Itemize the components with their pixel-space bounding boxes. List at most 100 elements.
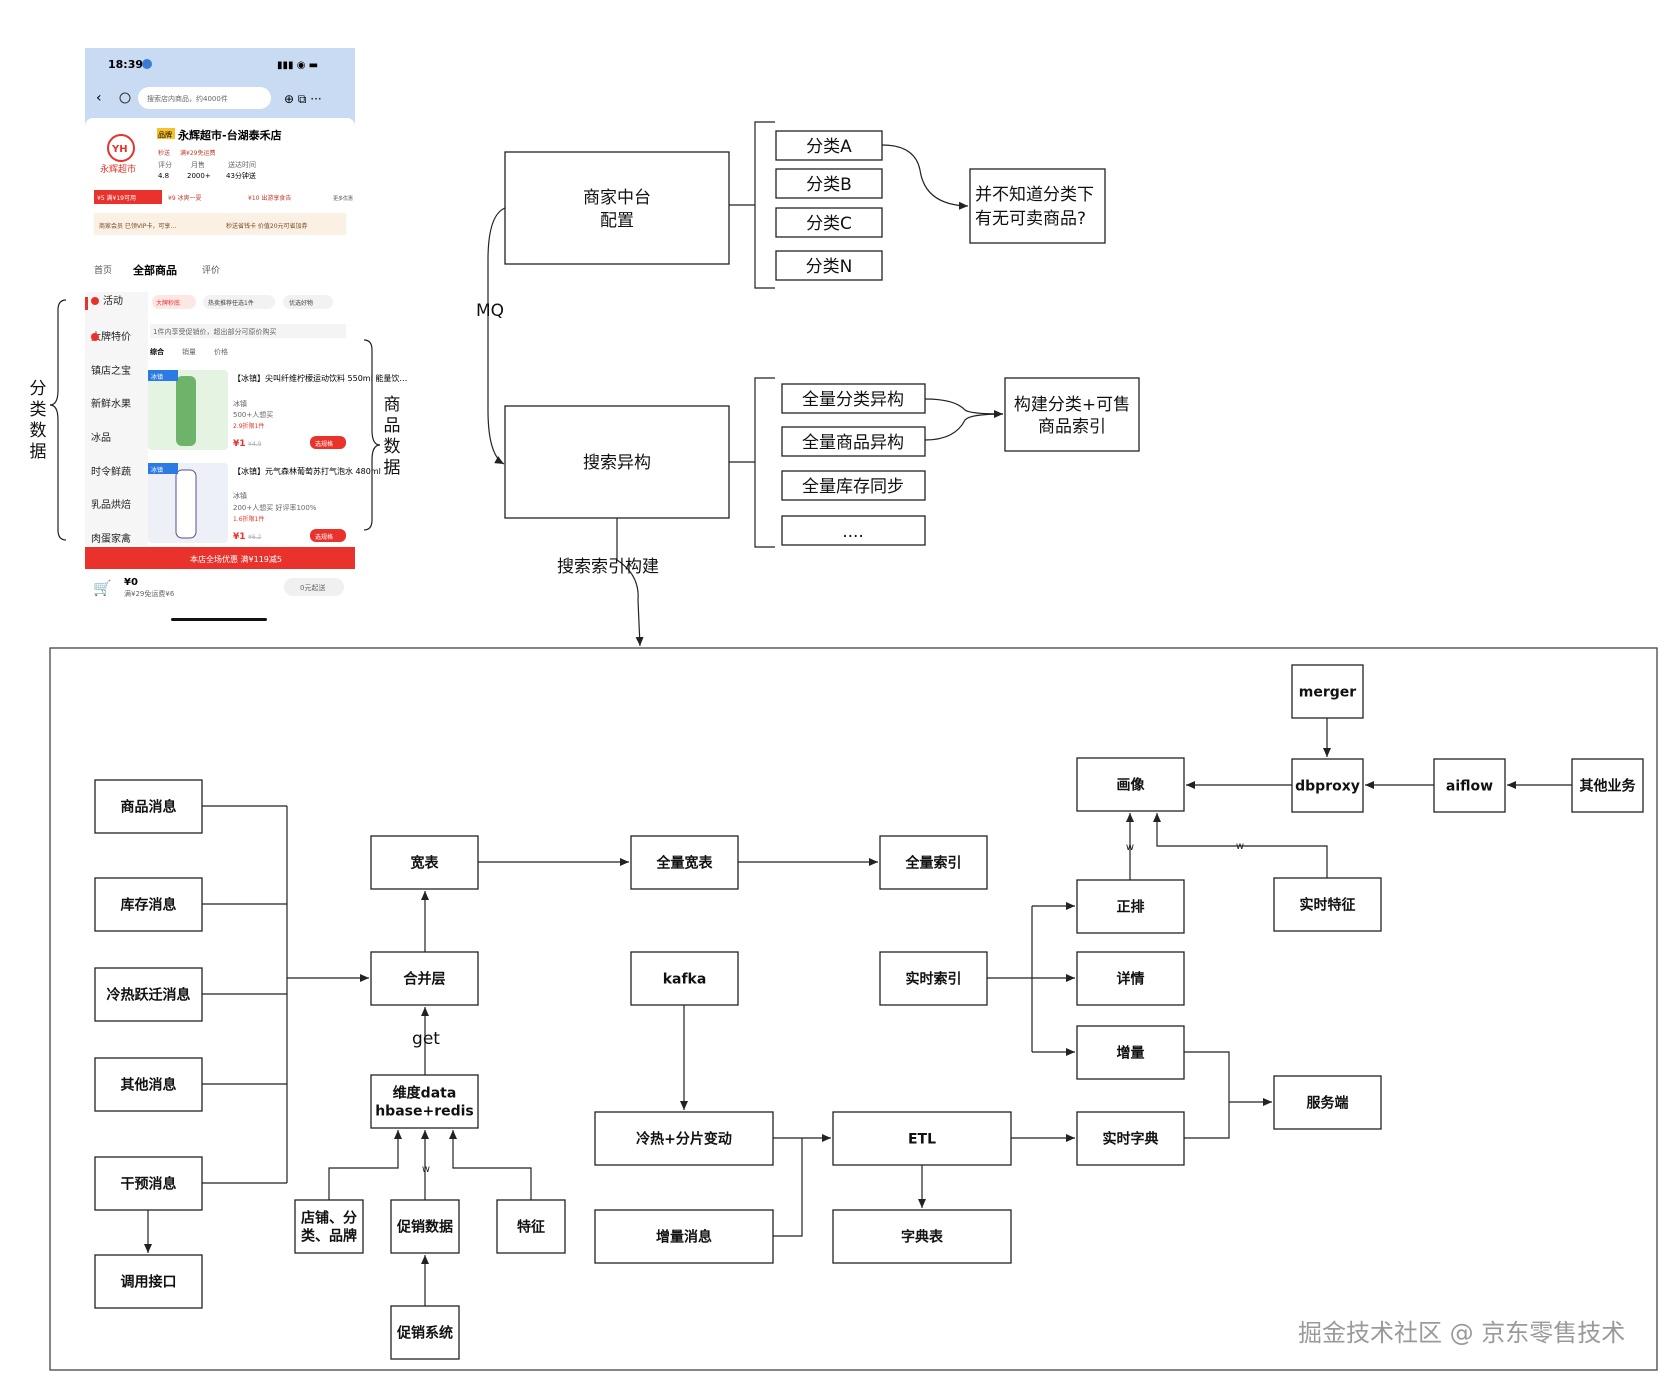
product-card-2[interactable]: 冰镇 【冰镇】元气森林葡萄苏打气泡水 480ml 冰镇 200+人想买 好评率1… [148, 463, 381, 543]
category-active-indicator [85, 297, 88, 310]
profile-box [1076, 757, 1185, 812]
stat-label-rating: 评分 [158, 160, 172, 169]
source-box-3 [94, 1057, 203, 1112]
member-bar-1: 商家会员 已领VIP卡，可享… [99, 222, 176, 230]
connector-12 [449, 1130, 532, 1200]
more-actions-icon[interactable]: ⊕ ⧉ ··· [284, 92, 322, 106]
dim-source-shop-box-label-1: 类、品牌 [301, 1228, 357, 1245]
category-item-3: 新鲜水果 [91, 397, 131, 410]
incr-msg-box [594, 1209, 774, 1264]
promo-system-box-label: 促销系统 [396, 1325, 453, 1342]
product-2-old-price: ¥6.2 [248, 534, 262, 541]
mq-label: MQ [476, 301, 504, 321]
category-item-5: 时令鲜蔬 [91, 465, 131, 478]
async-box-1 [781, 426, 926, 457]
detail-box [1076, 951, 1185, 1006]
checkout-button[interactable] [284, 578, 344, 596]
coupon-more[interactable]: 更多优惠 [333, 195, 353, 202]
watermark: 掘金技术社区 @ 京东零售技术 [1298, 1319, 1625, 1347]
member-bar[interactable] [94, 213, 346, 235]
product-2-badge: 冰镇 [151, 466, 163, 474]
store-promo-banner[interactable] [85, 547, 355, 569]
sort-sales[interactable]: 销量 [182, 347, 196, 356]
incr-msg-box-label: 增量消息 [656, 1229, 712, 1246]
tab-reviews[interactable]: 评价 [202, 265, 220, 276]
product-1-spec-button[interactable] [310, 436, 346, 449]
product-2-price: ¥1 [233, 532, 246, 542]
chip-3: 优选好物 [289, 299, 313, 307]
brand-sale-icon [91, 333, 99, 341]
product-2-spec-label: 选规格 [315, 533, 333, 541]
cart-sub: 满¥29免运费¥6 [124, 589, 175, 598]
product-1-bottle [176, 376, 196, 446]
incr-box-label: 增量 [1117, 1045, 1145, 1062]
product-2-spec-button[interactable] [310, 529, 346, 542]
coupon-1-bg[interactable] [94, 190, 162, 204]
chip-3-bg[interactable] [283, 295, 333, 309]
brand-tag-bg [157, 128, 175, 139]
category-box-2 [775, 207, 883, 238]
dim-data-box-label-0: 维度data [393, 1085, 457, 1102]
search-async-box [504, 405, 730, 519]
category-box-3 [775, 250, 883, 281]
source-box-0-label: 商品消息 [121, 799, 177, 816]
build-index-box [1004, 377, 1140, 452]
cart-icon[interactable]: 🛒 [93, 579, 112, 597]
source-box-1-label: 库存消息 [121, 897, 177, 914]
search-async-label: 搜索异构 [583, 453, 651, 473]
coupon-2[interactable]: ¥9 冰爽一夏 [168, 194, 202, 202]
rt-feature-box-label: 实时特征 [1300, 897, 1356, 914]
store-search-input[interactable] [138, 87, 271, 109]
chip-2-bg[interactable] [203, 295, 275, 309]
dim-data-box [370, 1074, 479, 1129]
phone-screenshot: 18:39 ▮▮▮ ◉ ▬ ‹ 搜索店内商品，约4000件 ⊕ ⧉ ··· YH… [85, 48, 407, 621]
tab-home[interactable]: 首页 [94, 264, 112, 276]
product-2-sales: 200+人想买 好评率100% [233, 503, 317, 512]
category-bracket [754, 121, 775, 289]
product-card-1[interactable]: 冰镇 【冰镇】尖叫纤维柠檬运动饮料 550ml 能量饮… 冰镇 500+人想买 … [148, 370, 407, 450]
categoryA-to-question-arrow [881, 144, 969, 210]
kafka-box [630, 951, 739, 1006]
sort-price[interactable]: 价格 [214, 347, 228, 356]
full-product-to-index-arrow [924, 413, 1004, 441]
coupon-3[interactable]: ¥10 出游享食告 [248, 194, 291, 202]
store-location-icon[interactable] [119, 92, 131, 104]
dim-source-feature-box-label: 特征 [517, 1219, 545, 1236]
left-brace-char-3: 据 [30, 442, 47, 462]
category-item-7: 肉蛋家禽 [91, 532, 131, 545]
dbproxy-box [1291, 758, 1364, 813]
tab-all-products[interactable]: 全部商品 [132, 263, 177, 277]
right-brace-char-0: 商 [384, 395, 401, 415]
back-icon[interactable]: ‹ [96, 90, 102, 106]
merge-layer-box-label: 合并层 [404, 971, 446, 988]
product-1-tag: 冰镇 [233, 399, 247, 408]
product-2-bottle [175, 469, 197, 539]
source-box-2 [94, 967, 203, 1022]
category-box-1 [775, 168, 883, 199]
promo-line: 1件内享受促销价，超出部分可原价购买 [153, 327, 276, 336]
product-1-sales: 500+人想买 [233, 410, 273, 419]
stat-value-rating: 4.8 [158, 172, 169, 180]
rt-dict-box-label: 实时字典 [1103, 1131, 1159, 1148]
category-item-0: 活动 [103, 295, 123, 307]
call-api-box-label: 调用接口 [121, 1274, 177, 1291]
dim-source-promo-box [390, 1199, 460, 1254]
category-box-label-3: 分类N [806, 257, 853, 277]
source-box-1 [94, 877, 203, 932]
category-item-6: 乳品烘焙 [91, 498, 131, 511]
connector-10 [328, 1130, 402, 1200]
async-box-3 [781, 515, 926, 546]
chip-1-bg[interactable] [152, 295, 196, 309]
product-1-title: 【冰镇】尖叫纤维柠檬运动饮料 550ml 能量饮… [233, 373, 407, 383]
async-box-2 [781, 470, 926, 501]
product-2-limit: 1.6折限1件 [233, 515, 264, 523]
activity-icon [91, 297, 99, 305]
sort-overall[interactable]: 综合 [150, 347, 165, 356]
dim-source-promo-box-label: 促销数据 [396, 1219, 453, 1236]
category-box-label-0: 分类A [806, 137, 852, 157]
dim-source-shop-box-label-0: 店铺、分 [301, 1210, 357, 1227]
left-brace [49, 299, 67, 541]
